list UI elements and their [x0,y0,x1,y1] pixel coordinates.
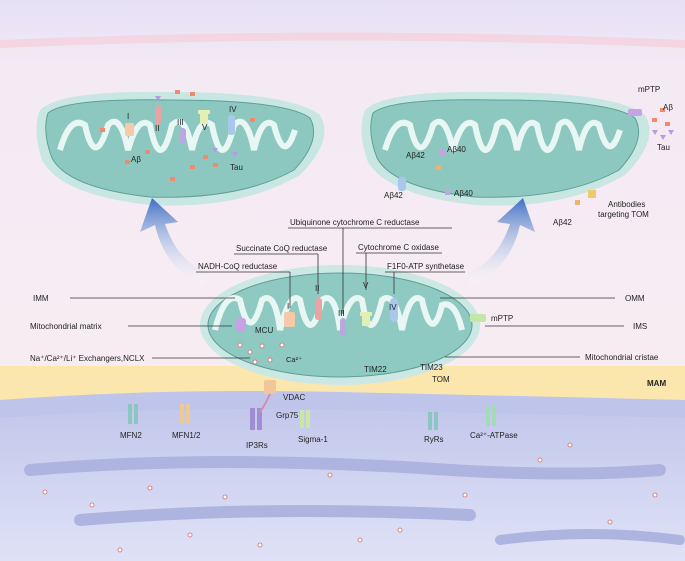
label-tom: TOM [432,375,450,384]
right-inset-ab40-b: Aβ40 [454,189,473,198]
left-inset-complex-iv: IV [229,105,237,114]
label-ip3rs: IP3Rs [246,441,268,450]
left-inset-complex-v: V [202,123,208,132]
left-inset-molecules [100,90,255,181]
label-mcu: MCU [255,326,273,335]
label-matrix: Mitochondrial matrix [30,322,102,331]
label-ryrs: RyRs [424,435,444,444]
right-inset-tau: Tau [657,143,670,152]
right-inset-mptp: mPTP [638,85,660,94]
label-complex-i: I [287,302,289,311]
right-inset-mitochondrion [361,91,650,206]
right-blue-arrow [467,198,535,285]
label-cristae: Mitochondrial cristae [585,353,659,362]
label-complex-iii: III [338,309,345,318]
left-inset-tau: Tau [230,163,243,172]
right-inset-targeting: targeting TOM [598,210,649,219]
er-calcium-particles [42,442,658,553]
right-inset-ab40-a: Aβ40 [447,145,466,154]
label-mptp-central: mPTP [491,314,513,323]
label-tim22: TIM22 [364,365,387,374]
label-calcium: Ca²⁺ [286,355,302,364]
label-ubiquinone: Ubiquinone cytochrome C reductase [290,218,420,227]
right-inset-abeta: Aβ [663,103,673,112]
label-serca: Ca²⁺-ATPase [470,431,518,440]
left-inset-complex-i: I [127,112,129,121]
label-complex-ii: II [315,284,319,293]
label-exchangers: Na⁺/Ca²⁺/Li⁺ Exchangers,NCLX [30,354,145,363]
endoplasmic-reticulum [0,391,685,561]
vdac-grp75-complex [259,380,276,413]
right-inset-ab42-a: Aβ42 [406,151,425,160]
left-inset-complex-iii: III [177,118,184,127]
label-nadh: NADH-CoQ reductase [198,262,278,271]
left-blue-arrow [140,198,208,285]
label-ims: IMS [633,322,647,331]
er-proteins [128,404,496,430]
label-grp75: Grp75 [276,411,299,420]
central-complexes [236,298,486,336]
label-complex-iv: IV [389,303,397,312]
left-inset-abeta: Aβ [131,155,141,164]
label-sigma1: Sigma-1 [298,435,328,444]
label-mfn12: MFN1/2 [172,431,201,440]
label-mam: MAM [647,379,666,388]
label-tim23: TIM23 [420,363,443,372]
label-imm: IMM [33,294,49,303]
left-inset-complex-ii: II [155,124,159,133]
central-calcium-particles [237,342,285,365]
label-vdac: VDAC [283,393,305,402]
right-inset-antibodies: Antibodies [608,200,645,209]
right-inset-ab42-b: Aβ42 [384,191,403,200]
top-membrane-arc [0,32,685,48]
label-cytochrome: Cytochrome C oxidase [358,243,439,252]
label-mfn2: MFN2 [120,431,142,440]
label-omm: OMM [625,294,645,303]
right-inset-molecules [398,108,674,205]
right-inset-ab42-c: Aβ42 [553,218,572,227]
label-atp-synthetase: F1F0-ATP synthetase [387,262,465,271]
leader-lines [70,227,624,359]
label-succinate: Succinate CoQ reductase [236,244,328,253]
label-complex-v: V [363,281,369,290]
